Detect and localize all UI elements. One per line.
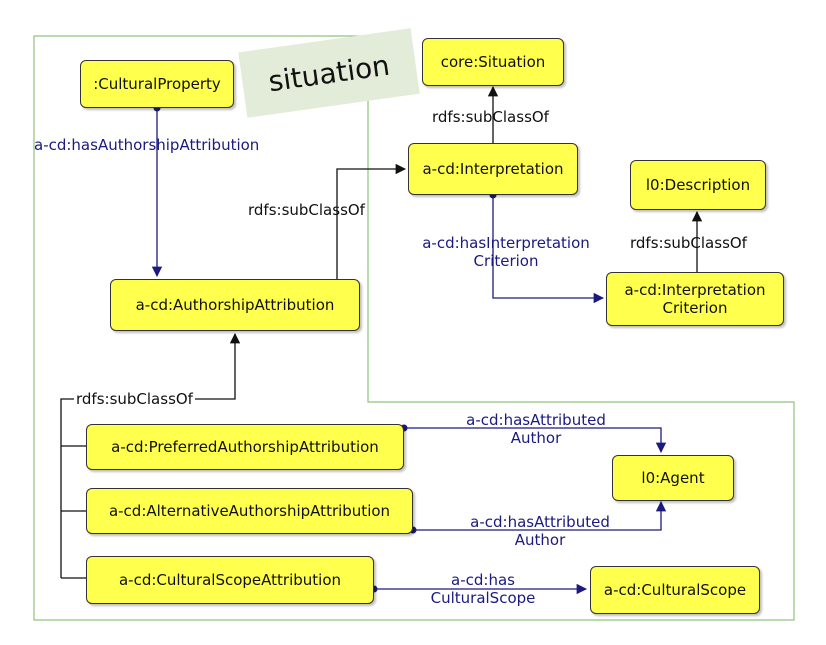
edge-label-has-attributed-author-1: a-cd:hasAttributed Author — [446, 411, 626, 447]
edge-label-has-cultural-scope: a-cd:has CulturalScope — [408, 571, 558, 607]
edge-label-subclass-authorship: rdfs:subClassOf — [74, 390, 195, 408]
node-interpretation-criterion[interactable]: a-cd:Interpretation Criterion — [606, 272, 784, 326]
node-cultural-scope-attribution[interactable]: a-cd:CulturalScopeAttribution — [86, 556, 374, 604]
node-label: a-cd:CulturalScopeAttribution — [118, 571, 342, 589]
edge-label-subclass-description: rdfs:subClassOf — [630, 234, 747, 252]
node-description[interactable]: l0:Description — [630, 160, 766, 210]
edge-label-line-1: a-cd:has — [451, 571, 515, 589]
node-interpretation[interactable]: a-cd:Interpretation — [408, 143, 578, 195]
node-label-line-2: Criterion — [662, 299, 728, 317]
edge-subclass-interpretation — [336, 163, 407, 279]
edge-label-has-attributed-author-2: a-cd:hasAttributed Author — [450, 513, 630, 549]
edge-has-attributed-author-2 — [413, 500, 667, 531]
edge-has-interpretation-criterion — [492, 195, 605, 304]
edge-label-line-2: Author — [514, 531, 566, 549]
edge-label-line-1: a-cd:hasAttributed — [466, 411, 606, 429]
node-cultural-property[interactable]: :CulturalProperty — [80, 60, 234, 108]
node-alternative-authorship-attribution[interactable]: a-cd:AlternativeAuthorshipAttribution — [86, 488, 413, 534]
edge-label-has-interpretation-criterion: a-cd:hasInterpretation Criterion — [416, 234, 596, 270]
node-authorship-attribution[interactable]: a-cd:AuthorshipAttribution — [110, 279, 360, 331]
node-preferred-authorship-attribution[interactable]: a-cd:PreferredAuthorshipAttribution — [86, 424, 404, 470]
node-label: a-cd:PreferredAuthorshipAttribution — [111, 438, 379, 456]
edge-label-subclass-interpretation: rdfs:subClassOf — [248, 201, 365, 219]
edge-has-attributed-author-1 — [404, 427, 667, 454]
edge-label-subclass-situation: rdfs:subClassOf — [432, 108, 549, 126]
node-label: a-cd:AuthorshipAttribution — [135, 296, 335, 314]
edge-label-line-2: CulturalScope — [430, 589, 536, 607]
situation-tag-label: situation — [266, 48, 392, 98]
node-label: l0:Description — [645, 176, 751, 194]
edge-label-line-1: a-cd:hasAttributed — [470, 513, 610, 531]
node-cultural-scope[interactable]: a-cd:CulturalScope — [590, 566, 760, 614]
node-label: a-cd:CulturalScope — [603, 581, 747, 599]
node-label: a-cd:AlternativeAuthorshipAttribution — [108, 502, 391, 520]
edge-label-line-2: Author — [510, 429, 562, 447]
node-label-line-1: a-cd:Interpretation — [624, 281, 766, 299]
node-label: :CulturalProperty — [93, 75, 221, 93]
node-label: a-cd:Interpretation — [422, 160, 564, 178]
node-label: core:Situation — [440, 53, 546, 71]
edge-label-has-authorship-attribution: a-cd:hasAuthorshipAttribution — [34, 136, 260, 154]
edge-label-line-1: a-cd:hasInterpretation — [422, 234, 590, 252]
node-label: l0:Agent — [641, 469, 705, 487]
edge-label-line-2: Criterion — [473, 252, 539, 270]
node-agent[interactable]: l0:Agent — [612, 455, 734, 501]
node-core-situation[interactable]: core:Situation — [422, 38, 564, 86]
